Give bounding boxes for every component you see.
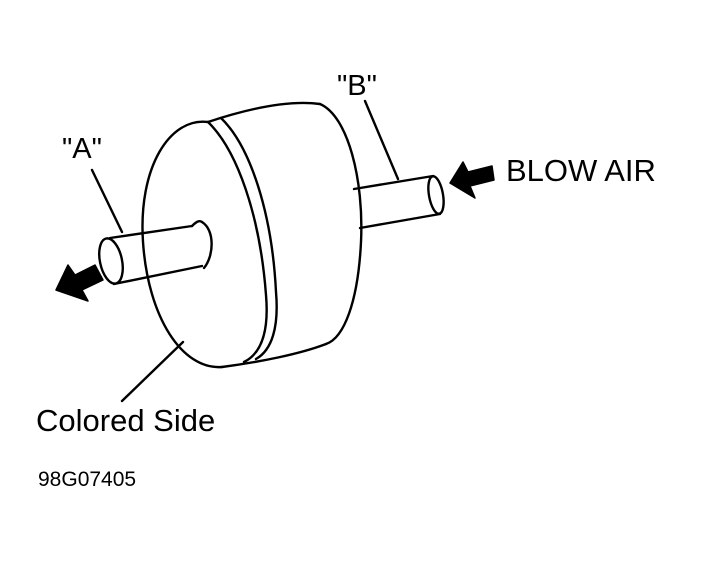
valve-body xyxy=(141,101,363,369)
blow-air-arrow-icon xyxy=(449,161,495,199)
leader-colored-side xyxy=(120,340,185,403)
leader-a xyxy=(90,168,124,234)
port-b-pipe xyxy=(352,174,445,230)
leader-b xyxy=(363,99,400,181)
blow-air-label: BLOW AIR xyxy=(506,153,656,188)
figure-code: 98G07405 xyxy=(38,468,137,491)
outflow-arrow-icon xyxy=(55,264,104,302)
label-b: "B" xyxy=(337,70,377,102)
colored-side-label: Colored Side xyxy=(36,403,216,438)
port-a-pipe xyxy=(98,220,213,286)
label-a: "A" xyxy=(62,133,102,165)
